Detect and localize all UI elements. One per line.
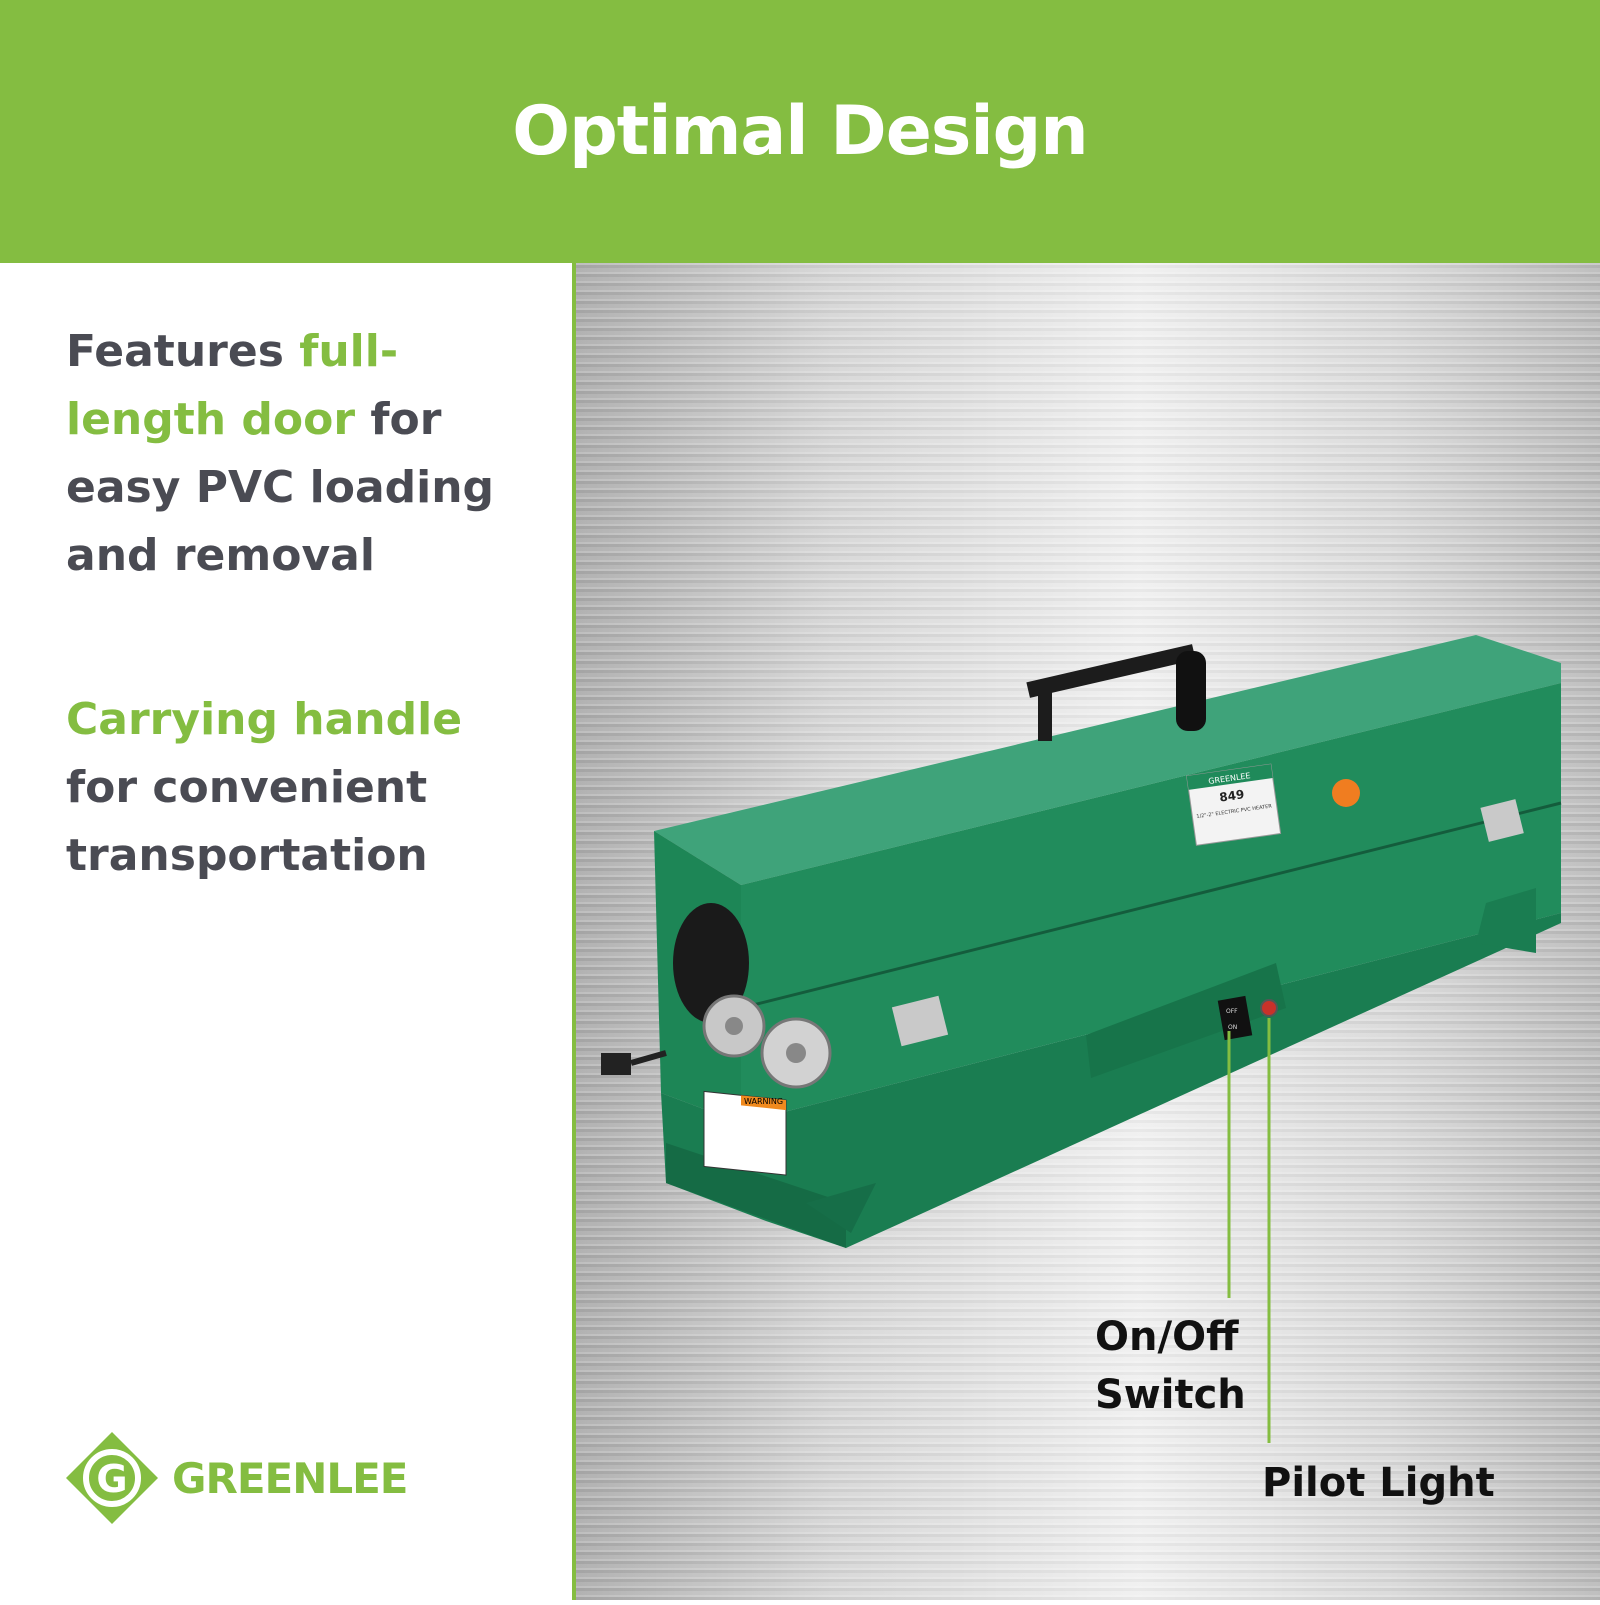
greenlee-diamond-icon: G [66,1432,158,1524]
page-title: Optimal Design [512,92,1088,171]
panel-divider [572,263,576,1600]
product-label-model: 849 [1218,787,1245,804]
feature-highlight: full-length door [66,326,399,445]
greenlee-logo: G GREENLEE [66,1432,408,1524]
feature-handle: Carrying handle for convenient transport… [66,686,546,890]
feature-text: Features [66,326,300,377]
svg-text:G: G [96,1457,127,1501]
feature-text: for easy PVC loading and removal [66,394,495,581]
on-off-switch-callout: On/Off Switch [1095,1314,1246,1418]
feature-panel [0,263,574,1600]
header-banner: Optimal Design [0,0,1600,263]
pvc-heater-illustration: WARNING GREENLEE 849 1/2"-2" ELECTRIC PV… [601,635,1562,1443]
switch-off-text: OFF [1226,1008,1238,1015]
feature-highlight: Carrying handle [66,694,463,745]
switch-on-text: ON [1228,1024,1237,1031]
product-photo: WARNING GREENLEE 849 1/2"-2" ELECTRIC PV… [576,263,1600,1600]
warning-label-text: WARNING [744,1097,783,1106]
feature-door: Features full-length door for easy PVC l… [66,318,546,590]
pilot-light-callout: Pilot Light [1262,1460,1495,1506]
feature-text: for convenient transportation [66,762,428,881]
logo-text: GREENLEE [172,1453,408,1503]
